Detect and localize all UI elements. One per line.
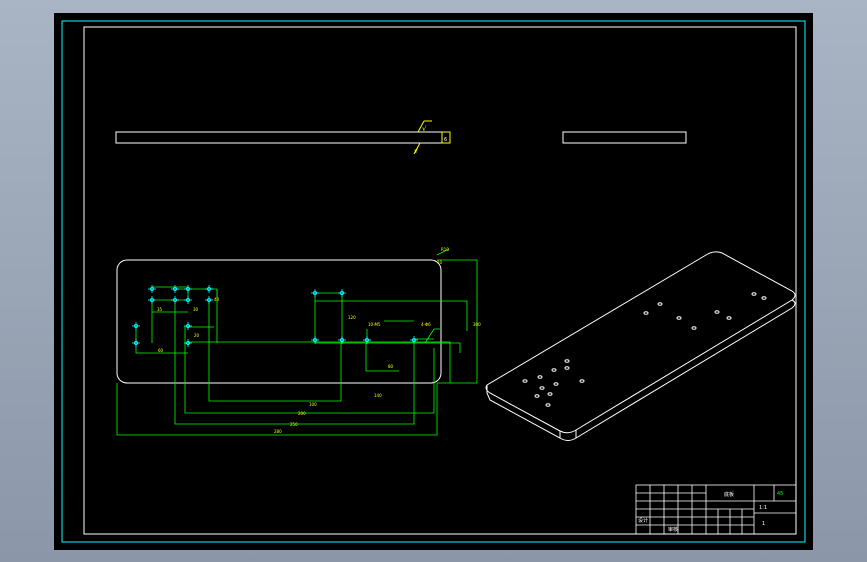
plate-outline [116,259,442,384]
surface-finish-symbol-lower: √ [414,147,419,155]
hole-callout-phi6: 4-Φ6 [421,322,431,327]
top-view[interactable]: 35 30 60 100 140 200 250 280 300 40 20 1… [116,247,481,436]
dim-text-10: 40 [214,297,220,302]
iso-hole [537,375,543,379]
dim-text-7: 250 [290,422,298,427]
dim-text-14: 10 [437,260,443,265]
iso-hole [657,302,663,306]
iso-hole [691,326,697,330]
dimension-texts: 35 30 60 100 140 200 250 280 300 40 20 1… [157,247,481,434]
dim-text-5: 140 [374,393,382,398]
dim-text-4: 100 [309,402,317,407]
title-drawn: 设计 [638,517,648,524]
iso-hole [676,316,682,320]
cad-drawing-canvas[interactable]: √ √ 6 [54,13,813,550]
iso-hole [522,379,528,383]
title-part-name: 底板 [724,491,734,498]
title-block[interactable] [635,484,797,535]
dim-text-9: 300 [473,322,481,327]
title-block-texts: 底板 45 1:1 1 设计 审核 [638,491,783,533]
side-view[interactable] [562,131,687,144]
front-view[interactable]: √ √ 6 [115,120,451,155]
iso-hole [726,316,732,320]
iso-hole [545,403,551,407]
dim-text-6: 200 [298,411,306,416]
iso-hole [761,296,767,300]
iso-hole [643,311,649,315]
surface-finish-symbol: √ [422,125,427,133]
callout-radius: R10 [441,247,449,252]
iso-hole [547,392,553,396]
iso-hole [534,394,540,398]
title-checked: 审核 [668,526,678,533]
dim-text-13: 80 [388,364,394,369]
iso-hole [564,366,570,370]
isometric-view[interactable] [485,251,796,441]
dim-text-3: 60 [158,348,164,353]
dim-text-1: 35 [157,307,163,312]
iso-hole [551,368,557,372]
iso-hole [751,292,757,296]
dim-text-11: 20 [194,333,200,338]
dim-text-8: 280 [274,429,282,434]
hole-markers [132,285,418,347]
dim-text-2: 30 [193,307,199,312]
iso-hole [714,310,720,314]
dimension-lines [116,248,478,436]
iso-hole [579,379,585,383]
dim-text-12: 120 [348,315,356,320]
title-sheet: 1 [762,521,765,527]
inner-frame [83,26,797,535]
iso-hole [539,386,545,390]
title-scale: 1:1 [759,505,767,511]
thickness-label: 6 [444,137,447,143]
outer-frame [61,20,806,543]
cad-viewport[interactable]: √ √ 6 [54,13,813,550]
iso-hole [564,359,570,363]
hole-callout-m5: 10-M5 [368,322,381,327]
title-material: 45 [777,491,783,497]
iso-hole [553,382,559,386]
